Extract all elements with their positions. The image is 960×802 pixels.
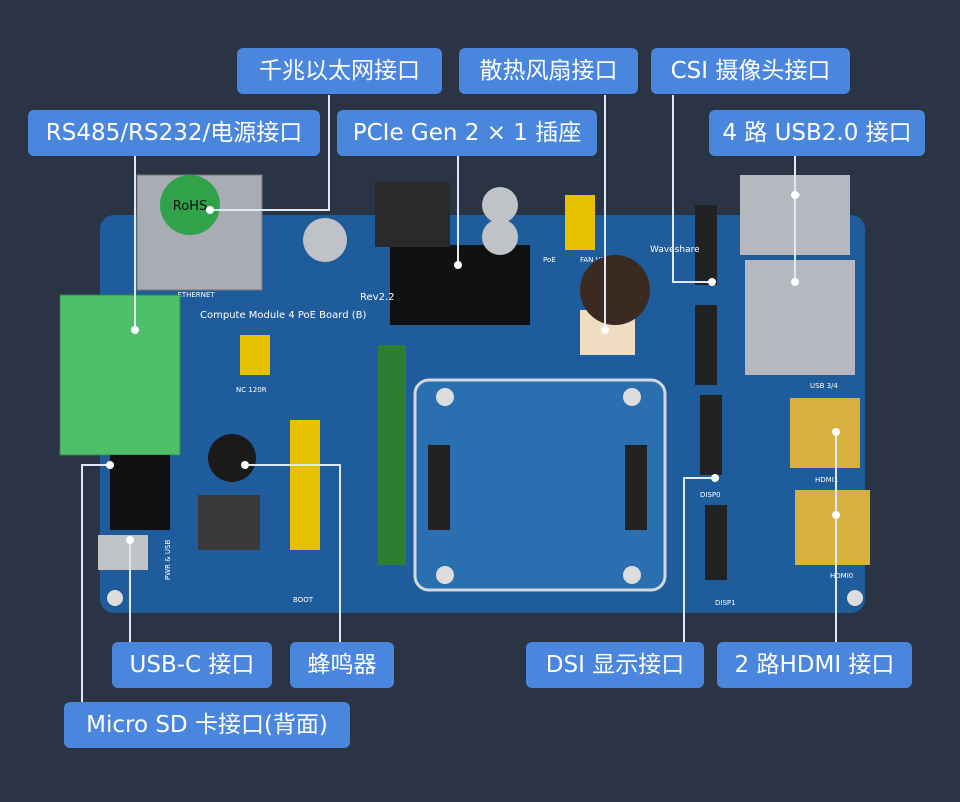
label-csi: CSI 摄像头接口 bbox=[651, 48, 850, 94]
nc120r-silk: NC 120R bbox=[236, 386, 267, 394]
label-fan: 散热风扇接口 bbox=[459, 48, 638, 94]
leader-lines bbox=[81, 95, 837, 702]
csi-connector bbox=[695, 205, 717, 285]
hdmi-port bbox=[790, 398, 860, 468]
dsi-connector bbox=[700, 395, 722, 475]
fan-header-pins bbox=[565, 195, 595, 250]
label-ethernet: 千兆以太网接口 bbox=[237, 48, 442, 94]
rtc-battery-holder bbox=[580, 255, 650, 325]
jumper-120r bbox=[240, 335, 270, 375]
cm4-socket-area bbox=[413, 378, 667, 592]
cm4-connector bbox=[428, 445, 450, 530]
usb-c-port bbox=[98, 535, 148, 570]
dsi-connector bbox=[705, 505, 727, 580]
disp1-silk: DISP1 bbox=[715, 599, 736, 607]
poe-silk: PoE bbox=[543, 256, 556, 264]
label-hdmi: 2 路HDMI 接口 bbox=[717, 642, 912, 688]
csi-connector bbox=[695, 305, 717, 385]
usb34-silk: USB 3/4 bbox=[810, 382, 838, 390]
rohs-sticker bbox=[160, 175, 220, 235]
hdmi-port bbox=[795, 490, 870, 565]
brand-silk: Waveshare bbox=[650, 245, 700, 255]
capacitor bbox=[482, 219, 518, 255]
boot-silk: BOOT bbox=[293, 596, 314, 604]
cm4-connector bbox=[625, 445, 647, 530]
ethernet-silk: ETHERNET bbox=[177, 291, 215, 299]
inductor bbox=[198, 495, 260, 550]
buzzer bbox=[208, 434, 256, 482]
hdmi0-silk: HDMI0 bbox=[830, 572, 853, 580]
label-pcie: PCIe Gen 2 × 1 插座 bbox=[337, 110, 597, 156]
fan-vdd-silk: FAN VDD bbox=[580, 256, 611, 264]
gpio-header bbox=[378, 345, 406, 565]
disp0-silk: DISP0 bbox=[700, 491, 721, 499]
pwr-usb-silk: PWR & USB bbox=[164, 540, 172, 580]
jumper-header bbox=[290, 420, 320, 550]
hdmi1-silk: HDMI1 bbox=[815, 476, 838, 484]
poe-module bbox=[375, 182, 450, 247]
label-buzzer: 蜂鸣器 bbox=[290, 642, 394, 688]
label-usb2: 4 路 USB2.0 接口 bbox=[709, 110, 925, 156]
pcie-slot bbox=[390, 245, 530, 325]
label-dsi: DSI 显示接口 bbox=[526, 642, 704, 688]
rev-silk: Rev2.2 bbox=[360, 292, 394, 303]
rohs-text: RoHS bbox=[173, 199, 207, 214]
board-name-silk: Compute Module 4 PoE Board (B) bbox=[200, 310, 366, 321]
label-microsd: Micro SD 卡接口(背面) bbox=[64, 702, 350, 748]
label-rs485: RS485/RS232/电源接口 bbox=[28, 110, 320, 156]
usb-port bbox=[745, 260, 855, 375]
capacitor bbox=[482, 187, 518, 223]
label-usbc: USB-C 接口 bbox=[112, 642, 272, 688]
microsd-slot bbox=[110, 455, 170, 530]
terminal-block bbox=[59, 294, 181, 456]
capacitor bbox=[303, 218, 347, 262]
